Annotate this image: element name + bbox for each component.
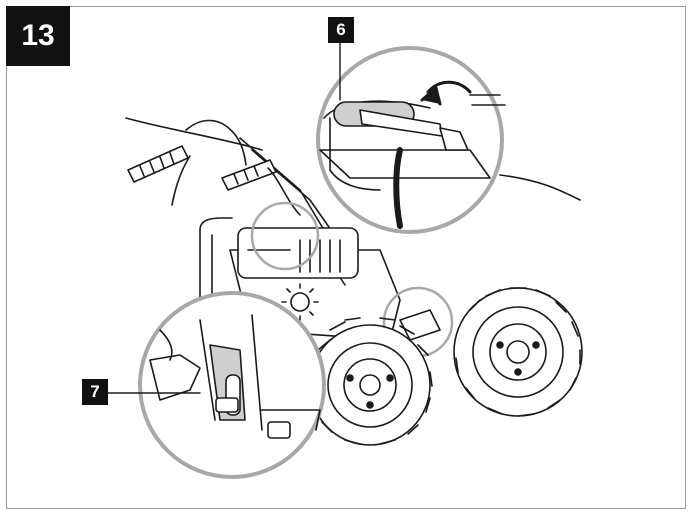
rear-wheel bbox=[453, 287, 583, 417]
step-number-badge: 13 bbox=[6, 6, 70, 66]
detail-view-6 bbox=[316, 46, 581, 234]
engine-detail-marker bbox=[250, 201, 320, 271]
sun-icon bbox=[290, 292, 310, 312]
callout-6: 6 bbox=[328, 17, 354, 43]
detail-view-7 bbox=[138, 291, 326, 479]
callout-7: 7 bbox=[82, 379, 108, 405]
left-grip-icon bbox=[127, 145, 189, 183]
handlebar-assembly bbox=[125, 117, 346, 251]
right-grip-icon bbox=[221, 159, 277, 191]
rotate-arrow-icon bbox=[420, 86, 442, 106]
